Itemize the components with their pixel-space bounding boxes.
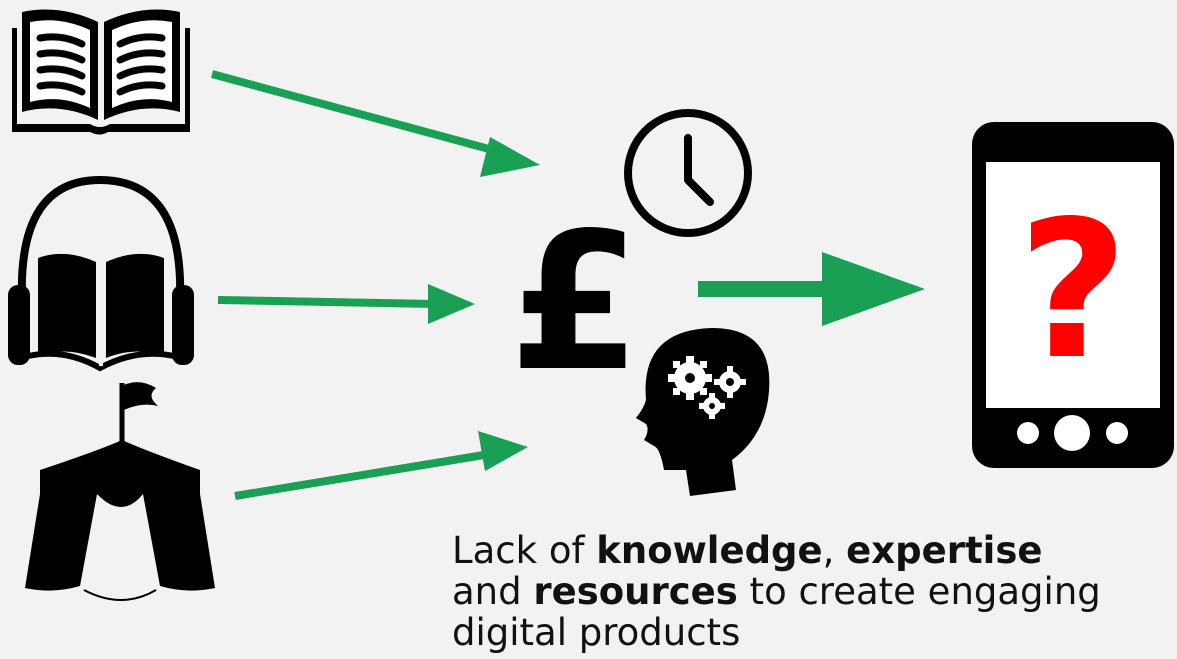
head-gears-icon bbox=[636, 328, 770, 496]
clock-icon bbox=[624, 109, 752, 237]
pound-sign-icon: £ bbox=[509, 192, 641, 413]
arrow-book-to-barriers bbox=[210, 70, 540, 177]
caption-bold-expertise: expertise bbox=[846, 529, 1043, 572]
caption: Lack of knowledge, expertise and resource… bbox=[452, 530, 1152, 653]
arrow-barriers-to-phone bbox=[698, 252, 925, 326]
caption-part1: Lack of bbox=[452, 529, 597, 572]
caption-bold-knowledge: knowledge bbox=[596, 529, 823, 572]
caption-bold-resources: resources bbox=[533, 570, 738, 613]
question-mark: ? bbox=[1018, 180, 1128, 401]
caption-part2: , bbox=[822, 529, 847, 572]
book-icon bbox=[12, 9, 190, 135]
caption-part4: to create engaging digital products bbox=[452, 570, 1101, 654]
circus-tent-icon bbox=[25, 382, 215, 601]
svg-text:£: £ bbox=[509, 192, 641, 413]
arrow-audiobook-to-barriers bbox=[217, 284, 475, 324]
caption-part3: and bbox=[452, 570, 534, 613]
arrow-tent-to-barriers bbox=[234, 431, 528, 500]
audiobook-headphones-icon bbox=[8, 175, 194, 372]
smartphone-icon: ? bbox=[972, 122, 1174, 468]
